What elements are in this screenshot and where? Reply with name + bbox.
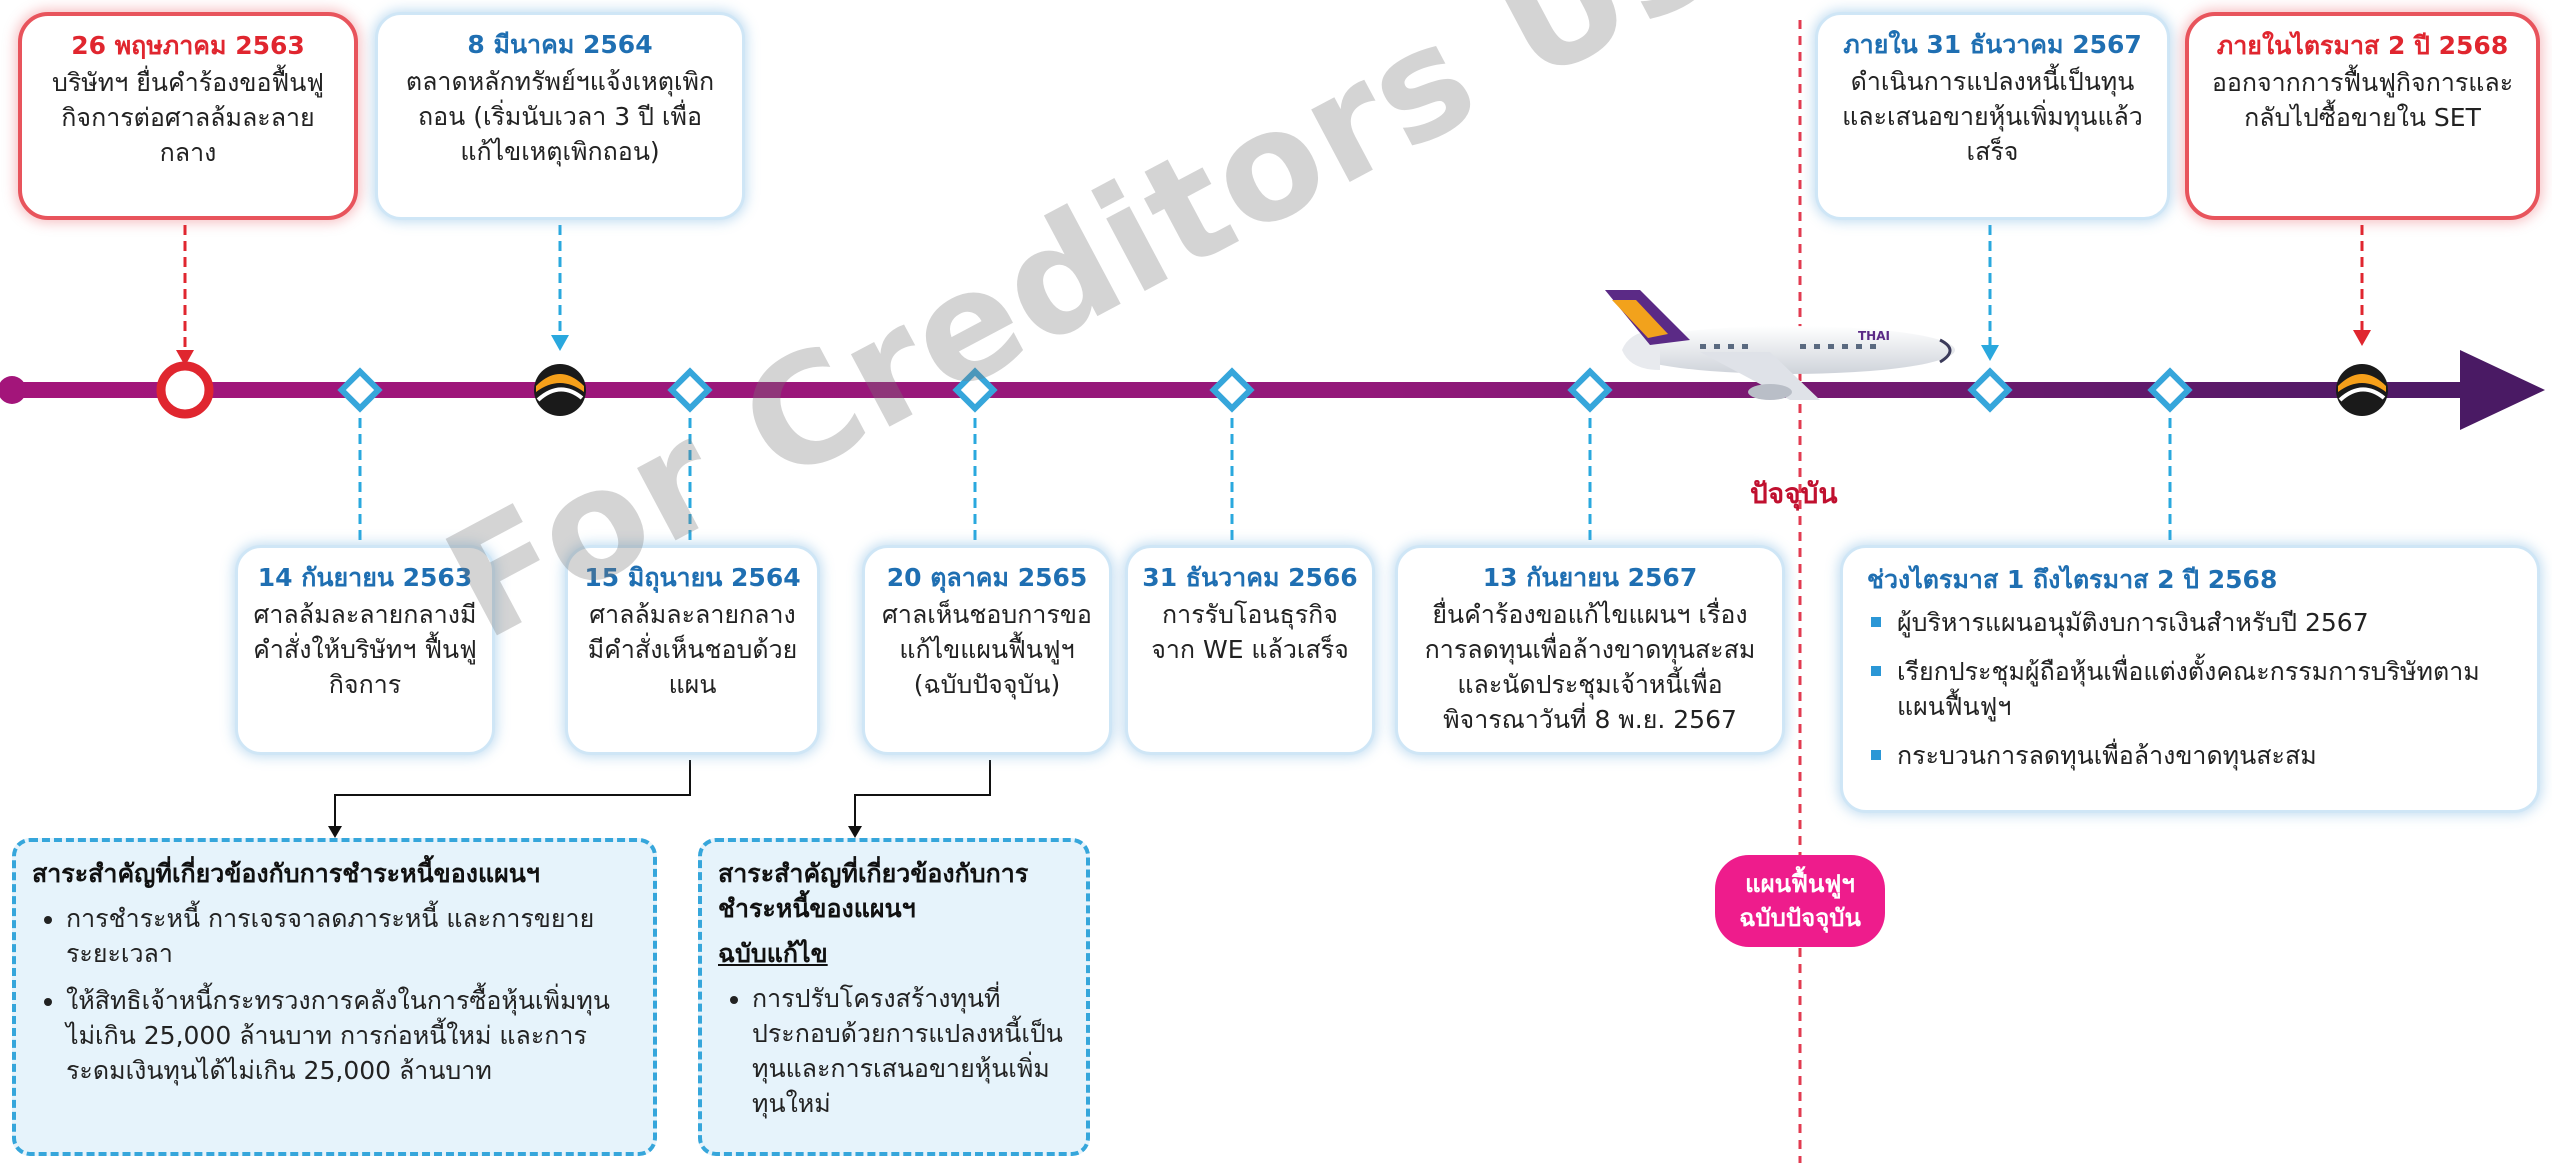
event-date: 20 ตุลาคม 2565 [886, 563, 1088, 592]
event-text: การรับโอนธุรกิจจาก WE แล้วเสร็จ [1151, 600, 1349, 664]
event-box-bottom-5: 13 กันยายน 2567 ยื่นคำร้องขอแก้ไขแผนฯ เร… [1395, 545, 1785, 755]
event-text: บริษัทฯ ยื่นคำร้องขอฟื้นฟูกิจการต่อศาลล้… [52, 68, 324, 167]
note-list: การปรับโครงสร้างทุนที่ประกอบด้วยการแปลงห… [718, 981, 1070, 1121]
elbow-arrow [848, 826, 862, 838]
note-subtitle: ฉบับแก้ไข [718, 939, 828, 968]
right-panel-title: ช่วงไตรมาส 1 ถึงไตรมาส 2 ปี 2568 [1867, 565, 2278, 594]
timeline-arrowhead [2460, 350, 2545, 430]
note-title: สาระสำคัญที่เกี่ยวข้องกับการชำระหนี้ของแ… [32, 859, 540, 888]
marker-diamond [1967, 367, 2013, 413]
event-date: 26 พฤษภาคม 2563 [71, 31, 305, 60]
event-text: ยื่นคำร้องขอแก้ไขแผนฯ เรื่องการลดทุนเพื่… [1424, 600, 1756, 734]
event-text: ศาลเห็นชอบการขอแก้ไขแผนฟื้นฟูฯ (ฉบับปัจจ… [882, 600, 1092, 699]
event-box-bottom-4: 31 ธันวาคม 2566 การรับโอนธุรกิจจาก WE แล… [1125, 545, 1375, 755]
event-box-top-3: ภายใน 31 ธันวาคม 2567 ดำเนินการแปลงหนี้เ… [1815, 12, 2170, 220]
connector-arrow [2353, 330, 2371, 346]
event-box-top-4: ภายในไตรมาส 2 ปี 2568 ออกจากการฟื้นฟูกิจ… [2185, 12, 2540, 220]
event-text: ตลาดหลักทรัพย์ฯแจ้งเหตุเพิกถอน (เริ่มนับ… [405, 67, 715, 166]
elbow-arrow [328, 826, 342, 838]
note-box-plan: สาระสำคัญที่เกี่ยวข้องกับการชำระหนี้ของแ… [12, 838, 657, 1156]
event-box-top-1: 26 พฤษภาคม 2563 บริษัทฯ ยื่นคำร้องขอฟื้น… [18, 12, 358, 220]
current-label: ปัจจุบัน [1750, 477, 1838, 510]
event-box-bottom-1: 14 กันยายน 2563 ศาลล้มละลายกลางมีคำสั่งใ… [235, 545, 495, 755]
marker-set-logo [534, 364, 586, 416]
event-date: 13 กันยายน 2567 [1482, 563, 1698, 592]
event-box-bottom-2: 15 มิถุนายน 2564 ศาลล้มละลายกลางมีคำสั่ง… [565, 545, 820, 755]
list-item: กระบวนการลดทุนเพื่อล้างขาดทุนสะสม [1867, 738, 2513, 773]
airplane-logo-text: THAI [1858, 329, 1890, 343]
list-item: การปรับโครงสร้างทุนที่ประกอบด้วยการแปลงห… [752, 981, 1070, 1121]
timeline-start-cap [0, 376, 26, 404]
event-date: 31 ธันวาคม 2566 [1142, 563, 1358, 592]
list-item: ให้สิทธิเจ้าหนี้กระทรวงการคลังในการซื้อห… [66, 983, 637, 1088]
connector-arrow [551, 335, 569, 351]
right-panel: ช่วงไตรมาส 1 ถึงไตรมาส 2 ปี 2568 ผู้บริห… [1840, 545, 2540, 813]
event-box-bottom-3: 20 ตุลาคม 2565 ศาลเห็นชอบการขอแก้ไขแผนฟื… [862, 545, 1112, 755]
marker-diamond [2147, 367, 2193, 413]
event-text: ออกจากการฟื้นฟูกิจการและกลับไปซื้อขายใน … [2211, 68, 2514, 132]
marker-diamond [1567, 367, 1613, 413]
event-date: ภายในไตรมาส 2 ปี 2568 [2216, 31, 2509, 60]
note-list: การชำระหนี้ การเจรจาลดภาระหนี้ และการขยา… [32, 901, 637, 1088]
marker-diamond [1209, 367, 1255, 413]
list-item: ผู้บริหารแผนอนุมัติงบการเงินสำหรับปี 256… [1867, 605, 2513, 640]
note-title: สาระสำคัญที่เกี่ยวข้องกับการชำระหนี้ของแ… [718, 859, 1029, 923]
marker-diamond [337, 367, 383, 413]
elbow-connector [334, 760, 691, 828]
marker-diamond [952, 367, 998, 413]
list-item: การชำระหนี้ การเจรจาลดภาระหนี้ และการขยา… [66, 901, 637, 971]
event-text: ดำเนินการแปลงหนี้เป็นทุนและเสนอขายหุ้นเพ… [1842, 67, 2143, 166]
event-text: ศาลล้มละลายกลางมีคำสั่งเห็นชอบด้วยแผน [587, 600, 798, 699]
event-date: 15 มิถุนายน 2564 [584, 563, 801, 592]
right-panel-list: ผู้บริหารแผนอนุมัติงบการเงินสำหรับปี 256… [1867, 605, 2513, 773]
connector-arrow [1981, 345, 1999, 361]
airplane-image: THAI [1605, 290, 1955, 400]
marker-diamond [667, 367, 713, 413]
event-date: 14 กันยายน 2563 [257, 563, 473, 592]
list-item: เรียกประชุมผู้ถือหุ้นเพื่อแต่งตั้งคณะกรร… [1867, 654, 2513, 724]
connector-arrow [176, 350, 194, 366]
marker-set-logo-end [2336, 364, 2388, 416]
event-box-top-2: 8 มีนาคม 2564 ตลาดหลักทรัพย์ฯแจ้งเหตุเพิ… [375, 12, 745, 220]
event-date: ภายใน 31 ธันวาคม 2567 [1843, 30, 2142, 59]
event-date: 8 มีนาคม 2564 [467, 30, 653, 59]
marker-red-ring [156, 361, 214, 419]
current-plan-pill: แผนฟื้นฟูฯ ฉบับปัจจุบัน [1715, 855, 1885, 947]
elbow-connector [854, 760, 991, 828]
note-box-revised-plan: สาระสำคัญที่เกี่ยวข้องกับการชำระหนี้ของแ… [698, 838, 1090, 1156]
event-text: ศาลล้มละลายกลางมีคำสั่งให้บริษัทฯ ฟื้นฟู… [253, 600, 477, 699]
